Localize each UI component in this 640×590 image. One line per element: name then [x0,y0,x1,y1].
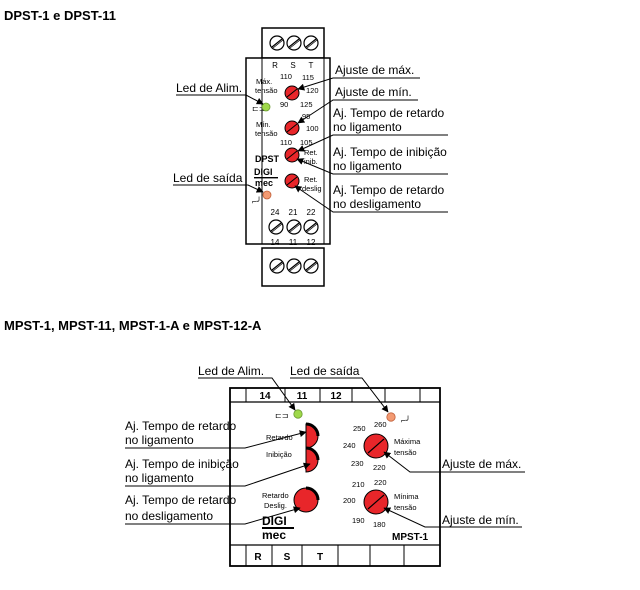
model-label: DPST [255,154,280,164]
brand-top-2: DIGI [262,514,287,528]
mid-screw-2 [286,219,302,235]
min-scale-190: 190 [352,516,365,525]
callout-led-alim-1: Led de Alim. [176,81,242,95]
retardo-deslig-label-2: Deslig. [264,501,287,510]
max-scale-125: 125 [300,100,313,109]
max-label-line2: tensão [255,86,278,95]
phase-label-r: R [272,61,278,70]
callout-ajuste-min-2: Ajuste de mín. [442,513,519,527]
ret-inib-label-2: inib. [304,157,318,166]
power-led-2 [293,409,303,419]
terminal-bottom-s: S [284,552,291,563]
callout-ret-deslig-2b: no desligamento [125,509,213,523]
callout-ret-deslig-1a: Aj. Tempo de retardo [333,183,445,197]
ret-deslig-label-2: deslig [302,184,322,193]
model-label-2: MPST-1 [392,532,429,543]
min-scale-105: 105 [300,138,313,147]
section2-callouts: Led de Alim. Led de saída Aj. Tempo de r… [125,364,525,528]
min-label-line2: tensão [255,129,278,138]
bottom-screw-2 [286,258,302,274]
callout-ret-deslig-1b: no desligamento [333,197,421,211]
terminal-14: 14 [271,238,280,247]
max-label-1: Máxima [394,437,421,446]
min-scale-100: 100 [306,124,319,133]
min-scale-210: 210 [352,480,365,489]
bottom-screw-3 [303,258,319,274]
contact-symbol-icon-2: ⌐╯ [401,415,411,425]
callout-ret-lig-2b: no ligamento [125,433,194,447]
min-scale-110: 110 [280,138,292,147]
terminal-11: 11 [289,238,298,247]
brand-bottom-2: mec [262,528,286,542]
terminal-top-14: 14 [259,391,271,402]
callout-led-saida-1: Led de saída [173,171,243,185]
ret-deslig-label-1: Ret. [304,175,318,184]
terminal-22: 22 [307,208,316,217]
max-scale-115: 115 [302,73,314,82]
phase-label-s: S [290,61,295,70]
callout-ajuste-max-2: Ajuste de máx. [442,457,521,471]
section1-title: DPST-1 e DPST-11 [4,8,116,23]
callout-ajuste-min-1: Ajuste de mín. [335,85,412,99]
contact-symbol-icon: ⌐╯ [252,196,262,206]
top-screw-2 [286,35,302,51]
min-scale-180: 180 [373,520,386,529]
mpst-device: 14 11 12 R S T ⊏⊐ Retardo Inibição Retar… [229,387,441,567]
relay-coil-icon-2: ⊏⊐ [275,411,288,420]
retardo-deslig-label-1: Retardo [262,491,289,500]
terminal-bottom-t: T [317,552,323,563]
max-label-2: tensão [394,448,417,457]
min-scale-200: 200 [343,496,356,505]
power-led [261,102,271,112]
terminal-top-11: 11 [297,391,308,402]
max-scale-120: 120 [306,86,319,95]
callout-inib-lig-1b: no ligamento [333,159,402,173]
callout-ret-lig-1a: Aj. Tempo de retardo [333,106,445,120]
callout-ret-deslig-2a: Aj. Tempo de retardo [125,493,237,507]
min-scale-220: 220 [374,478,387,487]
top-screw-3 [303,35,319,51]
brand-bottom: mec [255,178,273,188]
min-label-1: Mínima [394,492,419,501]
max-scale-240: 240 [343,441,356,450]
terminal-21: 21 [289,208,298,217]
output-led-2 [386,412,396,422]
min-label-line1: Mín. [256,120,271,129]
callout-inib-lig-2b: no ligamento [125,471,194,485]
callout-inib-lig-1a: Aj. Tempo de inibição [333,145,447,159]
terminal-24: 24 [271,208,280,217]
min-scale-95: 95 [302,112,310,121]
max-scale-260: 260 [374,420,387,429]
relay-coil-icon: ⊏⊐ [252,104,265,113]
dpst-device: R S T Máx. tensão 110 115 120 125 ⊏⊐ 90 … [245,27,331,287]
mid-screw-1 [268,219,284,235]
callout-ajuste-max-1: Ajuste de máx. [335,63,414,77]
callout-ret-lig-2a: Aj. Tempo de retardo [125,419,237,433]
min-scale-90: 90 [280,100,288,109]
brand-top: DIGI [254,167,273,177]
top-screw-1 [269,35,285,51]
terminal-top-12: 12 [330,391,342,402]
inibicao-label: Inibição [266,450,292,459]
max-scale-230: 230 [351,459,364,468]
terminal-12: 12 [307,238,316,247]
min-label-2: tensão [394,503,417,512]
retardo-label: Retardo [266,433,293,442]
phase-label-t: T [309,61,314,70]
ret-inib-label-1: Ret. [304,148,318,157]
callout-ret-lig-1b: no ligamento [333,120,402,134]
section2-title: MPST-1, MPST-11, MPST-1-A e MPST-12-A [4,318,262,333]
bottom-screw-1 [269,258,285,274]
callout-inib-lig-2a: Aj. Tempo de inibição [125,457,239,471]
terminal-bottom-r: R [254,552,262,563]
max-scale-250: 250 [353,424,366,433]
output-led [262,190,272,200]
max-scale-110: 110 [280,72,292,81]
max-label-line1: Máx. [256,77,272,86]
max-scale-220: 220 [373,463,386,472]
callout-led-saida-2: Led de saída [290,364,360,378]
section1-callouts: Led de Alim. Led de saída Ajuste de máx.… [173,63,448,213]
callout-led-alim-2: Led de Alim. [198,364,264,378]
mid-screw-3 [303,219,319,235]
